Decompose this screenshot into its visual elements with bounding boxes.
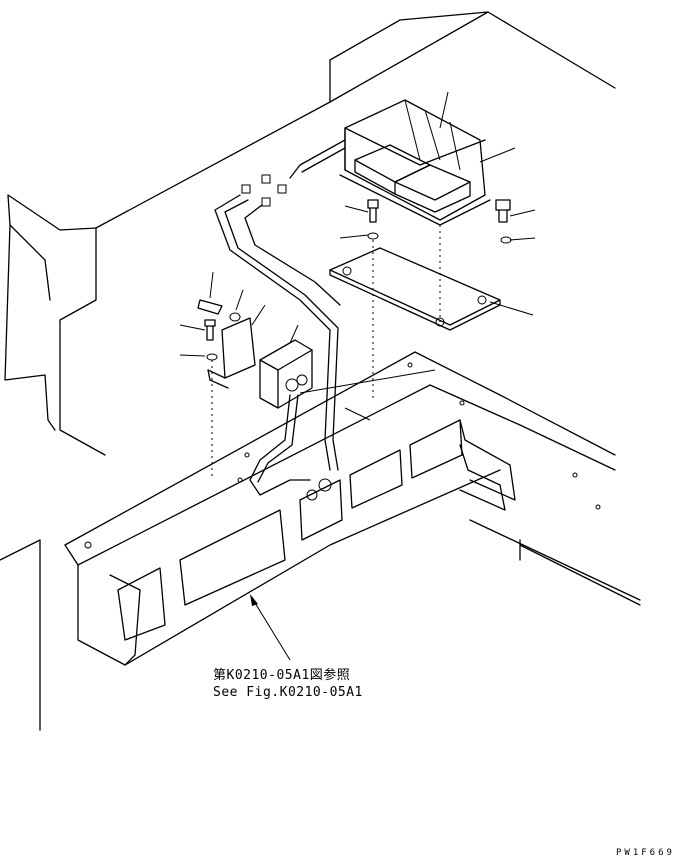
relay-box [259,339,313,409]
cab-frame-outline [0,11,616,731]
wiring-harness [214,139,346,501]
bolts-and-washers [197,199,512,361]
reference-note-ja: 第K0210-05A1図参照 [213,668,351,683]
mounting-plate [329,247,501,331]
alignment-lines [211,225,441,480]
bracket [207,317,256,389]
floor-frame [64,351,641,666]
reference-arrow [250,594,291,661]
drawing-code: PW1F669 [616,848,675,858]
leader-lines [179,91,536,421]
reference-note-en: See Fig.K0210-05A1 [213,685,363,700]
controller-unit [339,99,491,226]
